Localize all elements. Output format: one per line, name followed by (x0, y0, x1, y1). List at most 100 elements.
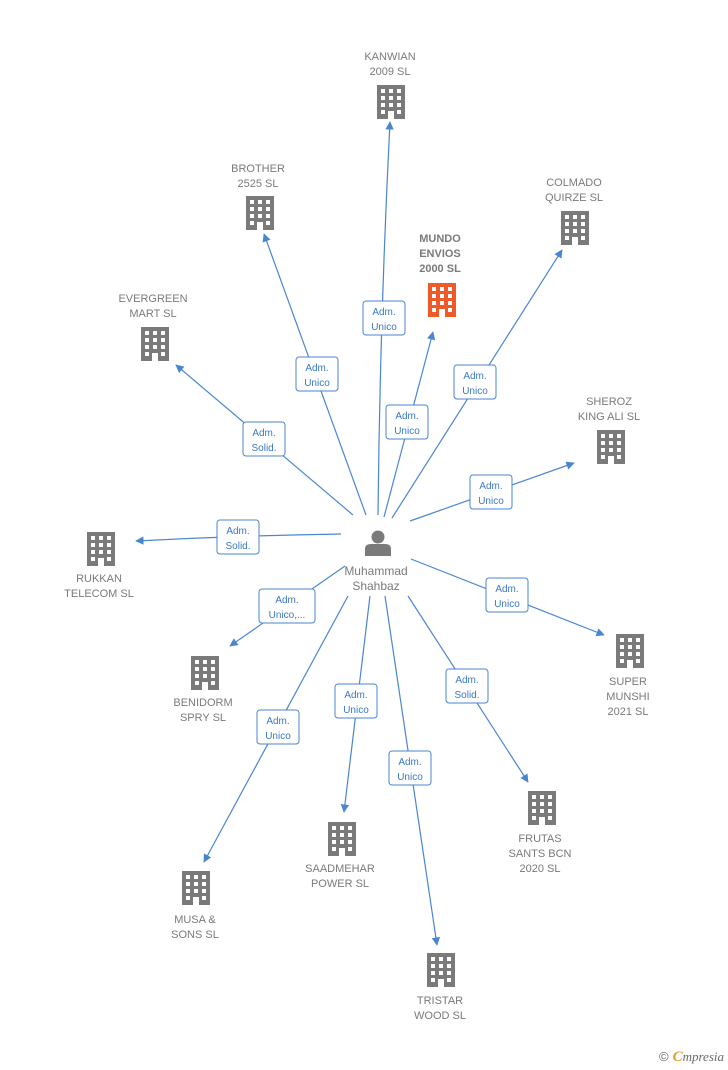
company-label-line: TRISTAR (417, 995, 463, 1007)
company-node-colmado[interactable]: COLMADO QUIRZE SL (545, 177, 603, 245)
person-node[interactable]: Muhammad Shahbaz (344, 530, 408, 594)
company-node-musa[interactable]: MUSA & SONS SL (171, 871, 219, 941)
relation-badge-box (385, 404, 429, 440)
relation-badge-rukkan[interactable]: Adm. Solid. (216, 519, 260, 555)
building-icon (427, 953, 455, 987)
relation-badge-box (242, 421, 286, 457)
company-node-sheroz[interactable]: SHEROZ KING ALI SL (578, 396, 640, 464)
brand-logo-initial: C (672, 1049, 683, 1065)
company-label-line: BENIDORM (173, 697, 232, 709)
relation-badge-box (453, 364, 497, 400)
relation-badge-text: Adm. (305, 363, 328, 374)
relation-badge-super[interactable]: Adm. Unico (485, 577, 529, 613)
company-label-line: RUKKAN (76, 573, 122, 585)
company-label-line: MUSA & (174, 914, 216, 926)
relation-badge-box (469, 474, 513, 510)
building-icon (87, 532, 115, 566)
company-node-super[interactable]: SUPER MUNSHI 2021 SL (606, 634, 650, 718)
relation-badge-text: Solid. (251, 443, 276, 454)
relation-badge-text: Adm. (398, 757, 421, 768)
relation-badge-sheroz[interactable]: Adm. Unico (469, 474, 513, 510)
brand-logo-name: mpresia (682, 1049, 724, 1064)
company-node-brother[interactable]: BROTHER 2525 SL (231, 163, 285, 230)
relation-badge-musa[interactable]: Adm.Unico (256, 709, 300, 745)
company-label-line: 2000 SL (419, 263, 461, 275)
relation-badge-text: Unico (397, 772, 423, 783)
company-label-line: SONS SL (171, 929, 219, 941)
relation-badge-box (295, 356, 339, 392)
relation-badge-text: Unico (343, 705, 369, 716)
company-label-line: SPRY SL (180, 712, 226, 724)
building-icon (428, 283, 456, 317)
relation-badge-text: Solid. (454, 690, 479, 701)
person-name-line1: Muhammad (344, 564, 407, 578)
relation-badge-text: Adm. (463, 371, 486, 382)
relation-badge-text: Unico (304, 378, 330, 389)
relation-badge-text: Adm. (344, 690, 367, 701)
relation-badge-evergreen[interactable]: Adm.Solid. (242, 421, 286, 457)
relation-badge-text: Adm. (455, 675, 478, 686)
relation-badge-saadmehar[interactable]: Adm. Unico (334, 683, 378, 719)
building-icon (328, 822, 356, 856)
building-icon (377, 85, 405, 119)
building-icon (616, 634, 644, 668)
building-icon (528, 791, 556, 825)
relation-badge-text: Adm. (495, 584, 518, 595)
company-label-line: FRUTAS (518, 833, 561, 845)
relation-badge-colmado[interactable]: Adm.Unico (453, 364, 497, 400)
company-label-line: QUIRZE SL (545, 192, 603, 204)
relation-badge-box (258, 588, 316, 624)
building-icon (182, 871, 210, 905)
edge-labels-layer: Adm.UnicoAdm.UnicoAdm.UnicoAdm.UnicoAdm.… (216, 300, 529, 786)
relation-badge-box (485, 577, 529, 613)
relation-badge-text: Unico,... (269, 610, 306, 621)
relation-badge-text: Adm. (266, 716, 289, 727)
company-label-line: ENVIOS (419, 248, 461, 260)
relation-badge-text: Adm. (275, 595, 298, 606)
company-label-line: KING ALI SL (578, 411, 640, 423)
relation-badge-text: Adm. (372, 307, 395, 318)
building-icon (191, 656, 219, 690)
company-label-line: COLMADO (546, 177, 602, 189)
company-label-line: MART SL (129, 308, 176, 320)
company-label-line: BROTHER (231, 163, 285, 175)
building-icon (246, 196, 274, 230)
relation-badge-text: Unico (394, 426, 420, 437)
relation-badge-brother[interactable]: Adm. Unico (295, 356, 339, 392)
relation-badge-text: Adm. (395, 411, 418, 422)
company-label-line: SANTS BCN (509, 848, 572, 860)
relation-badge-mundo[interactable]: Adm. Unico (385, 404, 429, 440)
relation-badge-text: Solid. (225, 541, 250, 552)
relation-badge-frutas[interactable]: Adm. Solid. (445, 668, 489, 704)
building-icon (141, 327, 169, 361)
relation-badge-text: Adm. (479, 481, 502, 492)
building-icon (597, 430, 625, 464)
relation-badge-box (362, 300, 406, 336)
relation-badge-tristar[interactable]: Adm. Unico (388, 750, 432, 786)
company-label-line: POWER SL (311, 878, 369, 890)
company-label-line: 2009 SL (370, 66, 411, 78)
relation-badge-benidorm[interactable]: Adm. Unico,... (258, 588, 316, 624)
company-label-line: SAADMEHAR (305, 863, 375, 875)
relation-badge-kanwian[interactable]: Adm. Unico (362, 300, 406, 336)
relation-badge-box (445, 668, 489, 704)
company-label-line: 2525 SL (238, 178, 279, 190)
company-label-line: MUNSHI (606, 691, 649, 703)
relation-badge-text: Unico (494, 599, 520, 610)
company-label-line: SHEROZ (586, 396, 632, 408)
relation-badge-text: Unico (478, 496, 504, 507)
relation-badge-text: Adm. (226, 526, 249, 537)
relation-badge-box (334, 683, 378, 719)
company-label-line: 2021 SL (608, 706, 649, 718)
relation-badge-text: Unico (371, 322, 397, 333)
company-node-saadmehar[interactable]: SAADMEHAR POWER SL (305, 822, 375, 890)
company-label-line: SUPER (609, 676, 647, 688)
company-node-benidorm[interactable]: BENIDORM SPRY SL (173, 656, 233, 724)
